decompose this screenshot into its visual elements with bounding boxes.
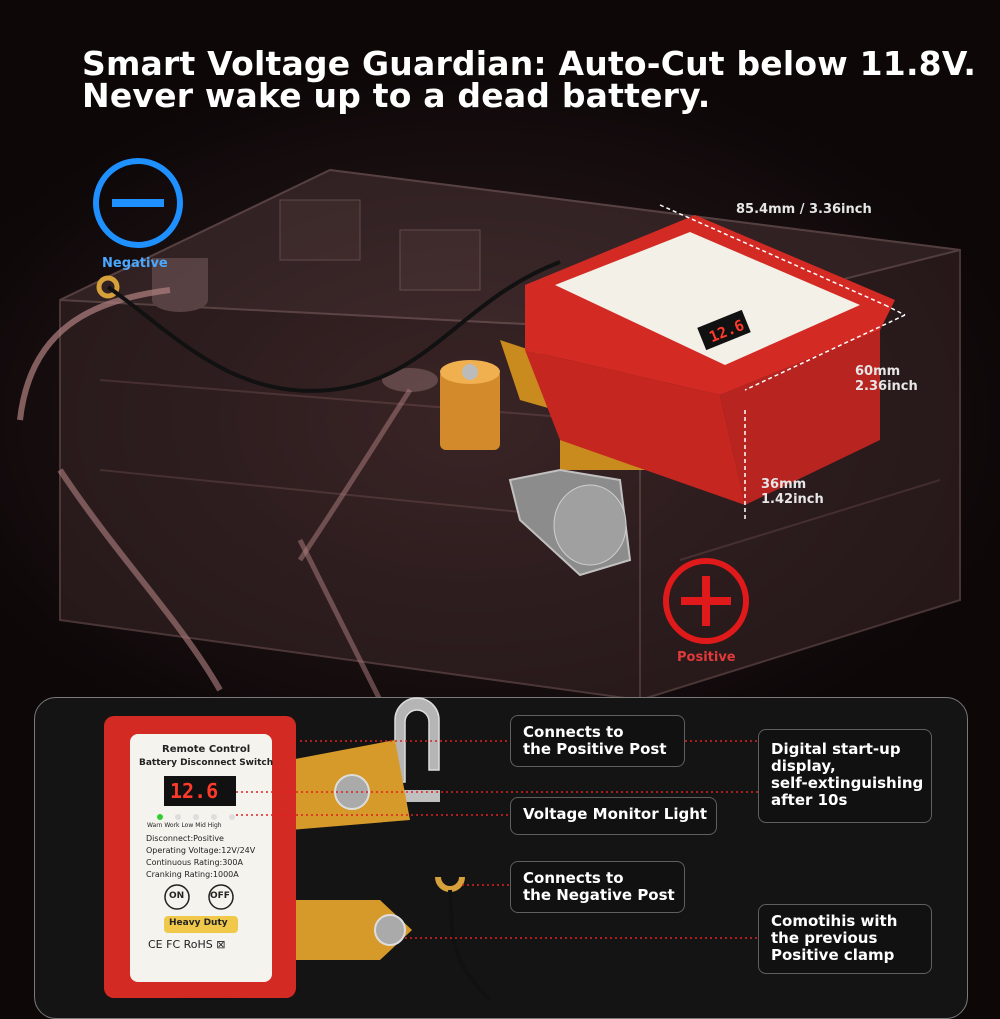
callout-compatibility: Comotihis with the previous Positive cla…	[758, 904, 932, 974]
headline-line-1: Smart Voltage Guardian: Auto-Cut below 1…	[82, 44, 977, 83]
led-label-mid: Mid	[195, 822, 206, 829]
positive-label: Positive	[677, 650, 736, 665]
callout-positive-post-line-2: the Positive Post	[523, 740, 667, 758]
led-label-warn: Warn	[147, 822, 163, 829]
callout-positive-post: Connects to the Positive Post	[510, 715, 685, 767]
spec-voltage: Operating Voltage:12V/24V	[146, 846, 256, 855]
callout-compat-line-1: Comotihis with	[771, 912, 898, 930]
dim-height-label: 36mm 1.42inch	[761, 477, 824, 507]
heavy-duty-badge: Heavy Duty	[169, 918, 228, 928]
callout-monitor-light: Voltage Monitor Light	[510, 797, 717, 835]
disconnect-switch-device: 12.6	[525, 215, 895, 505]
callout-startup-line-2: display,	[771, 757, 836, 775]
callout-startup-line-4: after 10s	[771, 791, 848, 809]
led-labels: Warn Work Low Mid High	[147, 822, 222, 829]
off-label: OFF	[210, 891, 230, 901]
negative-label: Negative	[102, 256, 168, 271]
on-label: ON	[169, 891, 185, 901]
positive-icon	[663, 558, 749, 644]
dim-length-label: 85.4mm / 3.36inch	[736, 202, 872, 217]
callout-compat-line-2: the previous	[771, 929, 878, 947]
panel-display-value: 12.6	[170, 779, 219, 803]
callout-startup-line-1: Digital start-up	[771, 740, 901, 758]
negative-ring-terminal	[96, 275, 120, 299]
dim-height-mm: 36mm	[761, 477, 807, 492]
dim-width-in: 2.36inch	[855, 379, 918, 394]
callout-negative-post-line-2: the Negative Post	[523, 886, 675, 904]
headline-line-2: Never wake up to a dead battery.	[82, 76, 711, 115]
negative-icon	[93, 158, 183, 248]
callout-positive-post-line-1: Connects to	[523, 723, 624, 741]
spec-cranking: Cranking Rating:1000A	[146, 870, 239, 879]
dim-length-line	[659, 204, 886, 306]
callout-compat-line-3: Positive clamp	[771, 946, 895, 964]
dim-width-mm: 60mm	[855, 364, 901, 379]
negative-wire	[106, 260, 561, 393]
callout-startup-line-3: self-extinguishing	[771, 774, 924, 792]
dim-width-line	[744, 314, 906, 391]
led-label-high: High	[207, 822, 222, 829]
callout-startup-display: Digital start-up display, self-extinguis…	[758, 729, 932, 823]
dim-height-in: 1.42inch	[761, 492, 824, 507]
certification-marks: CE FC RoHS ⊠	[148, 938, 226, 951]
led-label-low: Low	[181, 822, 194, 829]
spec-continuous: Continuous Rating:300A	[146, 858, 243, 867]
panel-device-title-1: Remote Control	[162, 744, 251, 755]
callout-negative-post: Connects to the Negative Post	[510, 861, 685, 913]
dim-width-label: 60mm 2.36inch	[855, 364, 918, 394]
panel-device-title-2: Battery Disconnect Switch	[139, 758, 274, 768]
led-label-work: Work	[164, 822, 180, 829]
callout-monitor-light-text: Voltage Monitor Light	[523, 805, 708, 823]
battery-scene: 12.6	[17, 158, 961, 700]
headline: Smart Voltage Guardian: Auto-Cut below 1…	[82, 44, 977, 115]
callout-negative-post-line-1: Connects to	[523, 869, 624, 887]
spec-disconnect: Disconnect:Positive	[146, 834, 224, 843]
